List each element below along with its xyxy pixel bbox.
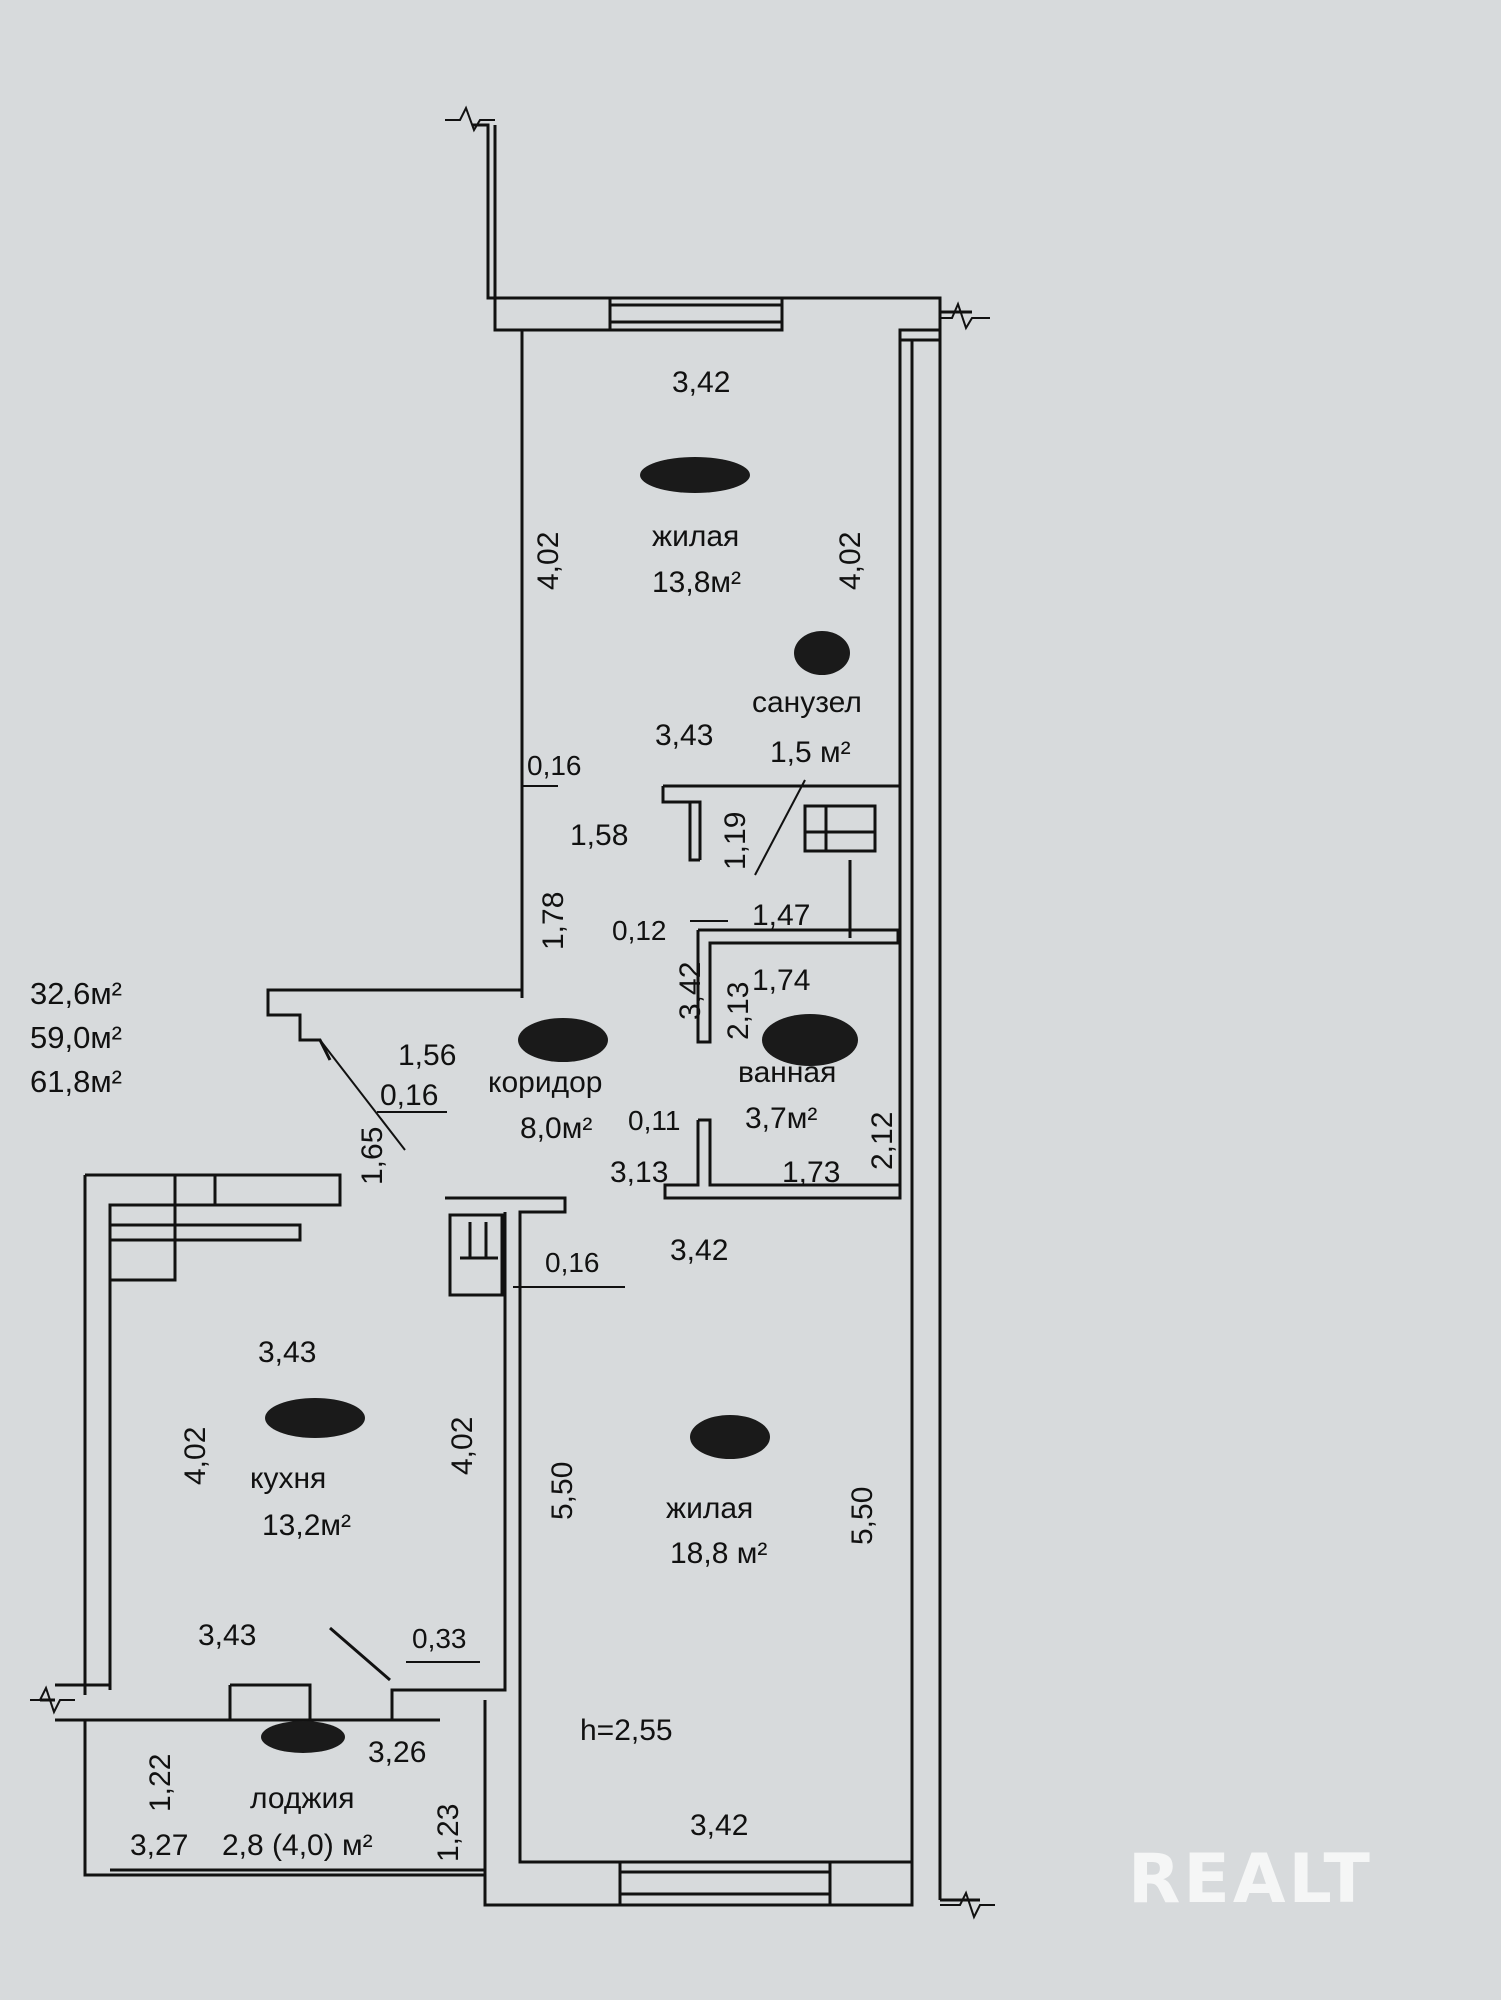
living1-height-right: 4,02 xyxy=(834,532,867,590)
corridor-dim-4: 1,78 xyxy=(537,892,570,950)
living2-width-top: 3,42 xyxy=(670,1234,728,1267)
bath-dim-h-right: 2,12 xyxy=(866,1112,899,1170)
wall-label-016b: 0,16 xyxy=(545,1247,600,1278)
door-lines xyxy=(319,779,806,1663)
bath-dim-w-top: 1,74 xyxy=(752,964,810,997)
kitchen-name: кухня xyxy=(250,1462,326,1495)
corridor-dim-5: 1,58 xyxy=(570,819,628,852)
living1-name: жилая xyxy=(652,520,739,553)
corridor-area: 8,0м² xyxy=(520,1112,592,1145)
living1-width-top: 3,42 xyxy=(672,366,730,399)
loggia-width-top: 3,26 xyxy=(368,1736,426,1769)
ceiling-height: h=2,55 xyxy=(580,1714,673,1747)
redaction-marks xyxy=(261,457,858,1753)
kitchen-height-left: 4,02 xyxy=(179,1427,212,1485)
wall-label-011: 0,11 xyxy=(628,1105,680,1136)
bath-name: ванная xyxy=(738,1056,836,1089)
corridor-dim-2: 0,16 xyxy=(380,1079,438,1112)
wall-label-033: 0,33 xyxy=(412,1623,467,1654)
kitchen-area: 13,2м² xyxy=(262,1509,351,1542)
corridor-dim-7: 3,13 xyxy=(610,1156,668,1189)
kitchen-width-top: 3,43 xyxy=(258,1336,316,1369)
bath-dim-w-bottom: 1,73 xyxy=(782,1156,840,1189)
bath-dim-h-left: 2,13 xyxy=(722,982,755,1040)
loggia-name: лоджия xyxy=(250,1782,354,1815)
walls xyxy=(40,123,980,1907)
wall-label-012: 0,12 xyxy=(612,915,667,946)
total-living-area: 32,6м² xyxy=(30,976,122,1011)
wc-dim-w: 1,47 xyxy=(752,899,810,932)
corridor-name: коридор xyxy=(488,1066,602,1099)
wc-area: 1,5 м² xyxy=(770,736,851,769)
area-totals: 32,6м² 59,0м² 61,8м² xyxy=(30,972,122,1104)
total-area-with-loggia: 61,8м² xyxy=(30,1064,122,1099)
loggia-width-bottom: 3,27 xyxy=(130,1829,188,1862)
loggia-height-left: 1,22 xyxy=(144,1754,177,1812)
living2-height-left: 5,50 xyxy=(546,1462,579,1520)
corridor-dim-1: 1,56 xyxy=(398,1039,456,1072)
loggia-height-right: 1,23 xyxy=(432,1804,465,1862)
kitchen-width-bottom: 3,43 xyxy=(198,1619,256,1652)
living2-name: жилая xyxy=(666,1492,753,1525)
loggia-area: 2,8 (4,0) м² xyxy=(222,1829,373,1862)
break-marks xyxy=(30,105,995,1920)
living1-area: 13,8м² xyxy=(652,566,741,599)
wc-name: санузел xyxy=(752,686,862,719)
living1-height-left: 4,02 xyxy=(532,532,565,590)
wall-label-016a: 0,16 xyxy=(527,750,582,781)
realt-watermark: REALT xyxy=(1128,1840,1373,1919)
living2-height-right: 5,50 xyxy=(846,1487,879,1545)
bath-area: 3,7м² xyxy=(745,1102,817,1135)
total-area: 59,0м² xyxy=(30,1020,122,1055)
corridor-dim-3: 1,65 xyxy=(356,1127,389,1185)
wc-dim-h: 1,19 xyxy=(719,812,752,870)
living2-width-bottom: 3,42 xyxy=(690,1809,748,1842)
living1-width-bottom: 3,43 xyxy=(655,719,713,752)
kitchen-height-right: 4,02 xyxy=(446,1417,479,1475)
corridor-dim-6: 3,42 xyxy=(674,962,707,1020)
living2-area: 18,8 м² xyxy=(670,1537,767,1570)
